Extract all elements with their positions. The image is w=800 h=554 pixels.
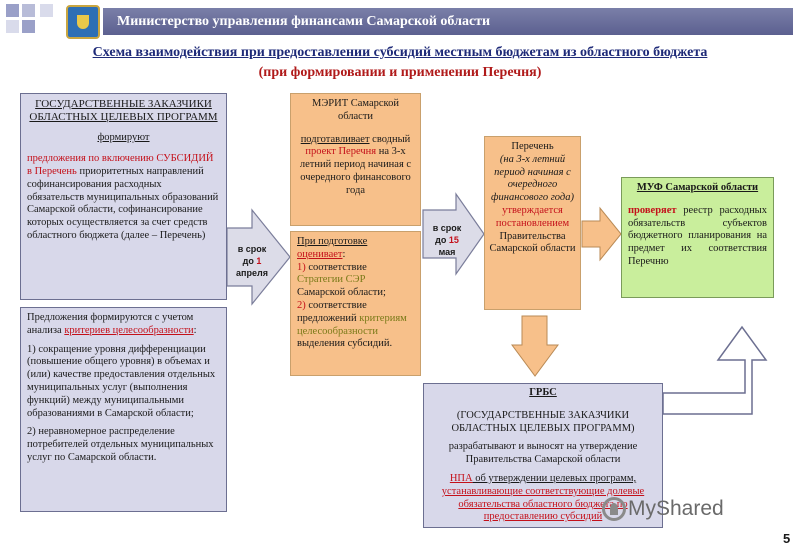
muf-heading: МУФ Самарской области [636,182,759,193]
decor-square [40,4,53,17]
deadline-label-date: 15 [448,235,459,246]
criteria-intro: Предложения формируются с учетом анализа… [27,312,220,338]
muf-text-rest: реестр расходных обязательств субъектов … [628,204,767,267]
deadline-label-april: в срок до 1 апреля [229,243,275,279]
evaluation-intro: При подготовке [297,236,368,247]
deadline-label-line: до 1 [229,255,275,267]
arrow-up-elbow [662,325,768,415]
evaluation-item-text: соответствие [305,261,367,273]
state-customers-text: предложения по включению СУБСИДИЙ в Пере… [27,153,220,243]
merit-heading: МЭРИТ Самарской области [312,98,399,122]
criteria-item-1: 1) сокращение уровня дифференциации (пов… [27,343,216,419]
merit-text-start: сводный [369,133,411,145]
criteria-box: Предложения формируются с учетом анализа… [20,307,227,512]
grbs-box: ГРБС (ГОСУДАРСТВЕННЫЕ ЗАКАЗЧИКИ ОБЛАСТНЫ… [423,383,663,528]
evaluation-item-1: 1) соответствие Стратегии СЭР Самарской … [297,262,414,300]
list-box: Перечень (на 3-х летний период начиная с… [484,136,581,310]
evaluation-verb: оценивает [297,248,343,260]
deadline-label-line: до 15 [425,234,469,246]
criteria-intro-text: Предложения формируются с учетом анализа [27,312,194,336]
watermark-logo-icon [602,497,626,521]
merit-text: подготавливает сводный проект Перечня на… [297,134,414,198]
evaluation-verb-line: оценивает: [297,249,414,262]
evaluation-colon: : [342,248,346,260]
proposal-highlight: предложения по включению СУБСИДИЙ в Пере… [27,153,214,177]
deadline-label-month: мая [438,247,456,258]
criteria-item-2: 2) неравномерное распределение потребите… [27,426,214,463]
merit-verb: подготавливает [300,133,370,145]
muf-verb: проверяет [628,204,677,216]
evaluation-item-end: Самарской области; [297,287,386,299]
muf-text: проверяет реестр расходных обязательств … [628,205,767,269]
merit-text-highlight: проект Перечня [305,146,377,158]
evaluation-item-2: 2) соответствие предложений критериям це… [297,300,414,351]
evaluation-item-highlight: критериям целесообразности [297,312,407,337]
decor-square [6,4,19,17]
deadline-label-line: в срок [237,244,267,254]
grbs-heading: ГРБС [529,387,557,398]
evaluation-item-num: 2) [297,299,306,311]
criteria-intro-end: : [193,324,197,336]
header-title: Министерство управления финансами Самарс… [117,14,491,29]
criteria-intro-highlight: критериев целесообразности [64,324,194,336]
merit-box: МЭРИТ Самарской области подготавливает с… [290,93,421,226]
list-period: (на 3-х летний период начиная с очередно… [491,153,574,204]
evaluation-intro-line: При подготовке [297,236,414,249]
state-customers-heading: ГОСУДАРСТВЕННЫЕ ЗАКАЗЧИКИ ОБЛАСТНЫХ ЦЕЛЕ… [29,98,218,124]
list-approval: утверждается постановлением [495,204,570,229]
grbs-subheading: (ГОСУДАРСТВЕННЫЕ ЗАКАЗЧИКИ ОБЛАСТНЫХ ЦЕЛ… [451,409,635,434]
page-number: 5 [783,531,791,546]
evaluation-item-num: 1) [297,261,306,273]
evaluation-item-text: соответствие предложений [297,299,367,324]
deadline-label-line: в срок [432,223,462,233]
deadline-label-may: в срок до 15 мая [425,222,469,258]
deadline-label-date: 1 [256,256,262,267]
grbs-npa-rest: об утверждении целевых программ, [472,472,637,484]
evaluation-box: При подготовке оценивает: 1) соответстви… [290,231,421,376]
state-customers-box: ГОСУДАРСТВЕННЫЕ ЗАКАЗЧИКИ ОБЛАСТНЫХ ЦЕЛЕ… [20,93,227,300]
grbs-obligations: устанавливающие соответствующие долевые … [441,485,645,523]
deadline-label-month: апреля [236,268,268,279]
slide-title: Схема взаимодействия при предоставлении … [92,45,708,60]
muf-box: МУФ Самарской области проверяет реестр р… [621,177,774,298]
list-title: Перечень [511,141,554,152]
deadline-label-prefix: до [242,256,257,267]
watermark-text: MyShared [628,497,724,520]
arrow-right-3 [581,206,622,262]
deadline-label-prefix: до [435,235,449,246]
state-customers-verb: формируют [97,132,150,144]
decor-square [6,20,19,33]
evaluation-item-end: выделения субсидий. [297,338,393,350]
evaluation-item-highlight: Стратегии СЭР [297,274,366,286]
slide-subtitle: (при формировании и применении Перечня) [258,65,542,80]
decor-square [22,4,35,17]
arrow-down [511,315,559,377]
list-approver: Правительства Самарской области [489,230,576,255]
grbs-text: разрабатывают и выносят на утверждение П… [448,441,638,466]
grbs-npa-line: НПА об утверждении целевых программ, [430,473,656,486]
grbs-npa: НПА [449,472,473,484]
decor-square [22,20,35,33]
header-bar: Министерство управления финансами Самарс… [103,8,793,35]
samara-emblem-icon [66,5,100,39]
merit-text-end: на 3-х летний период начиная с очередног… [299,146,412,196]
proposal-rest: приоритетных направлений софинансировани… [27,165,219,241]
